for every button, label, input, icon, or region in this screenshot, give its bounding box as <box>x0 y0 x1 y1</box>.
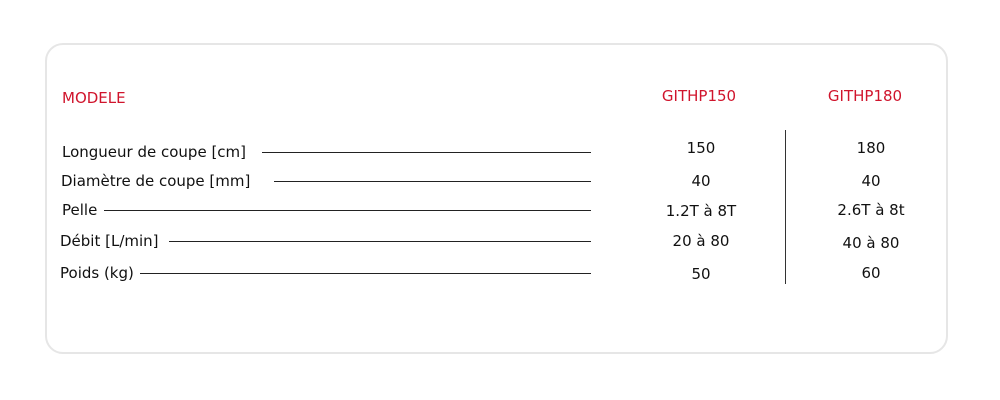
spec-label: Pelle <box>62 201 104 219</box>
spec-value-githp180: 40 <box>861 172 881 190</box>
leader-line <box>274 181 591 182</box>
spec-row-weight: Poids (kg) 50 60 <box>0 264 1000 284</box>
spec-label: Débit [L/min] <box>60 232 165 250</box>
spec-value-githp180: 60 <box>861 264 881 282</box>
model-column-githp180: GITHP180 <box>827 87 903 105</box>
spec-row-cut-diameter: Diamètre de coupe [mm] 40 40 <box>0 172 1000 192</box>
spec-value-githp180: 2.6T à 8t <box>837 201 905 219</box>
spec-label: Poids (kg) <box>60 264 140 282</box>
spec-label: Longueur de coupe [cm] <box>62 143 253 161</box>
spec-value-githp150: 150 <box>686 139 716 157</box>
spec-value-githp180: 180 <box>856 139 886 157</box>
spec-row-flow: Débit [L/min] 20 à 80 40 à 80 <box>0 232 1000 252</box>
leader-line <box>104 210 591 211</box>
spec-label: Diamètre de coupe [mm] <box>61 172 257 190</box>
spec-value-githp150: 50 <box>691 265 711 283</box>
spec-value-githp150: 1.2T à 8T <box>665 202 737 220</box>
spec-value-githp150: 40 <box>691 172 711 190</box>
spec-card <box>45 43 948 354</box>
leader-line <box>262 152 591 153</box>
model-column-githp150: GITHP150 <box>661 87 737 105</box>
spec-row-shovel: Pelle 1.2T à 8T 2.6T à 8t <box>0 201 1000 221</box>
column-divider <box>785 130 786 284</box>
model-header-label: MODELE <box>62 89 126 107</box>
spec-value-githp150: 20 à 80 <box>672 232 730 250</box>
leader-line <box>169 241 591 242</box>
spec-value-githp180: 40 à 80 <box>842 234 900 252</box>
spec-row-cut-length: Longueur de coupe [cm] 150 180 <box>0 139 1000 163</box>
leader-line <box>136 273 591 274</box>
